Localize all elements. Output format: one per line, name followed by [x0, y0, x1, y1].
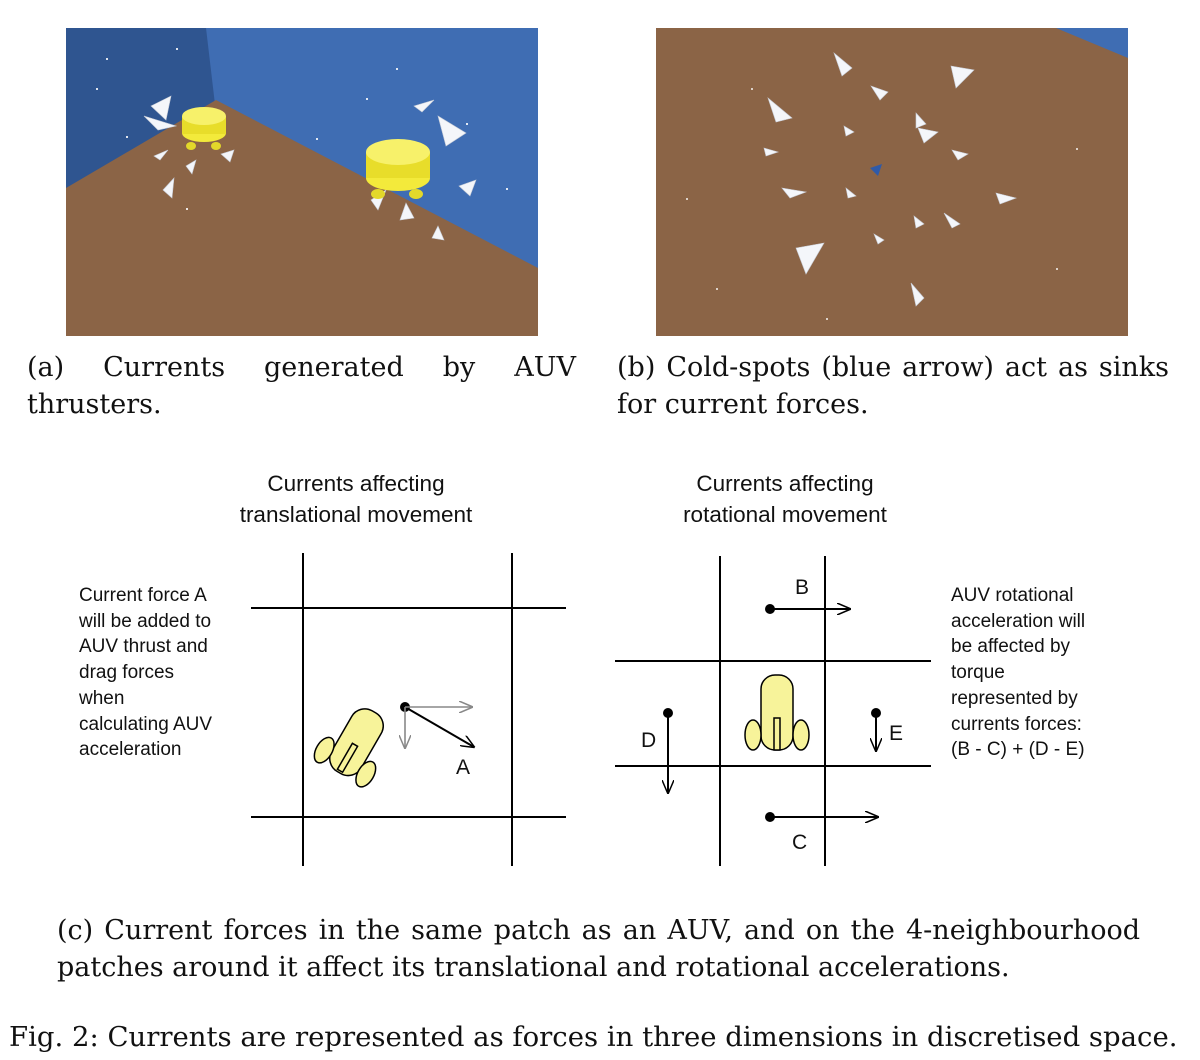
auv-icon-translational	[313, 708, 384, 788]
caption-a-word: generated	[264, 352, 404, 383]
note-line: acceleration will	[951, 610, 1086, 632]
title-line: Currents affecting	[267, 471, 445, 496]
auv-model-2	[366, 139, 430, 199]
note-line: represented by	[951, 687, 1078, 709]
caption-a-word: AUV	[514, 352, 576, 383]
rotational-note: AUV rotational acceleration will be affe…	[951, 583, 1131, 763]
auv-model-1	[182, 107, 226, 150]
label-c: C	[792, 831, 807, 854]
translational-grid	[251, 553, 566, 866]
caption-a-word: by	[442, 352, 476, 383]
caption-a: (a) Currents generated by AUV thrusters.	[27, 349, 576, 423]
force-a-arrow	[404, 706, 474, 747]
note-line: torque	[951, 662, 1005, 684]
note-line: AUV rotational	[951, 585, 1074, 606]
render-panel-a	[66, 28, 538, 336]
caption-c: (c) Current forces in the same patch as …	[57, 915, 1140, 983]
auv-icon-rotational	[744, 674, 810, 751]
translational-note: Current force A will be added to AUV thr…	[79, 583, 249, 763]
note-line: when	[79, 687, 125, 709]
label-e: E	[889, 722, 903, 745]
note-line: calculating AUV	[79, 713, 213, 735]
render-panel-b	[656, 28, 1128, 336]
label-b: B	[795, 576, 809, 599]
caption-a-word: (a)	[27, 352, 65, 383]
caption-b: (b) Cold-spots (blue arrow) act as sinks…	[617, 352, 1169, 420]
current-forces-diagram: A B C D E	[251, 553, 931, 866]
note-line: currents forces:	[951, 713, 1082, 735]
label-d: D	[641, 729, 656, 752]
note-line: be affected by	[951, 636, 1071, 658]
diagram-title-translational: Currents affecting translational movemen…	[176, 468, 536, 530]
title-line: rotational movement	[683, 502, 887, 527]
note-line: Current force A	[79, 585, 207, 606]
note-line: AUV thrust and	[79, 636, 208, 658]
note-line: (B - C) + (D - E)	[951, 739, 1085, 761]
caption-a-word: Currents	[103, 352, 226, 383]
caption-a-rest: thrusters.	[27, 389, 162, 420]
note-line: drag forces	[79, 662, 175, 684]
title-line: translational movement	[239, 502, 473, 527]
note-line: acceleration	[79, 739, 182, 761]
figure-caption: Fig. 2: Currents are represented as forc…	[9, 1021, 1178, 1053]
diagram-title-rotational: Currents affecting rotational movement	[605, 468, 965, 530]
label-a: A	[456, 756, 470, 779]
title-line: Currents affecting	[696, 471, 874, 496]
cold-spot-arrow	[870, 164, 882, 176]
note-line: will be added to	[79, 610, 212, 632]
